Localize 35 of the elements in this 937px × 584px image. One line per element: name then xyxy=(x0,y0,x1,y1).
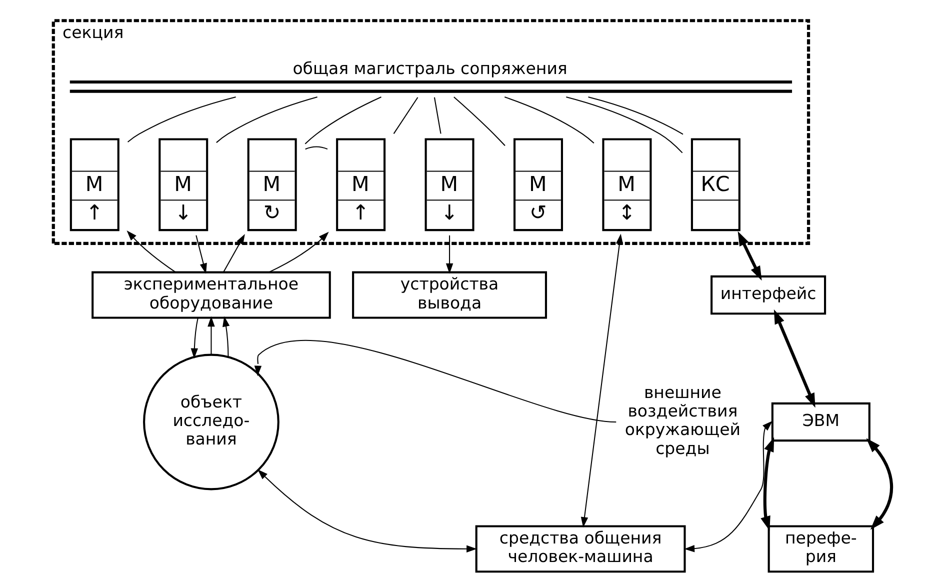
node-box: перефе- рия xyxy=(768,525,874,573)
arrow xyxy=(196,235,207,274)
arrow xyxy=(580,234,624,528)
arrow xyxy=(866,438,894,530)
connector xyxy=(588,96,684,135)
connector xyxy=(393,97,418,134)
arrow xyxy=(208,316,215,355)
connector xyxy=(566,96,683,154)
node-box: средства общения человек-машина xyxy=(475,525,686,573)
node-box: устройства вывода xyxy=(352,271,548,319)
node-label: общая магистраль сопряжения xyxy=(292,59,568,78)
arrow xyxy=(268,232,329,273)
arrow xyxy=(738,231,762,281)
node-box: ЭВМ xyxy=(771,402,870,442)
node-box: экспериментальное оборудование xyxy=(92,271,331,319)
node-circle: объект исследо- вания xyxy=(143,354,280,490)
arrow xyxy=(774,309,816,408)
connector xyxy=(305,146,328,150)
arrow xyxy=(446,235,454,274)
node-text: внешние воздействия окружающей среды xyxy=(624,383,740,458)
connector xyxy=(127,96,236,142)
arrow xyxy=(126,230,176,273)
arrow xyxy=(222,316,230,358)
connector xyxy=(216,96,318,143)
arrow xyxy=(258,469,477,553)
arrow xyxy=(254,340,616,422)
arrow xyxy=(223,234,245,272)
connector xyxy=(454,96,506,146)
node-box: интерфейс xyxy=(710,275,826,315)
arrow xyxy=(190,318,198,359)
arrow xyxy=(760,437,774,531)
connector xyxy=(304,96,382,144)
connector xyxy=(434,97,442,134)
arrow xyxy=(684,420,773,552)
connector xyxy=(504,96,594,144)
